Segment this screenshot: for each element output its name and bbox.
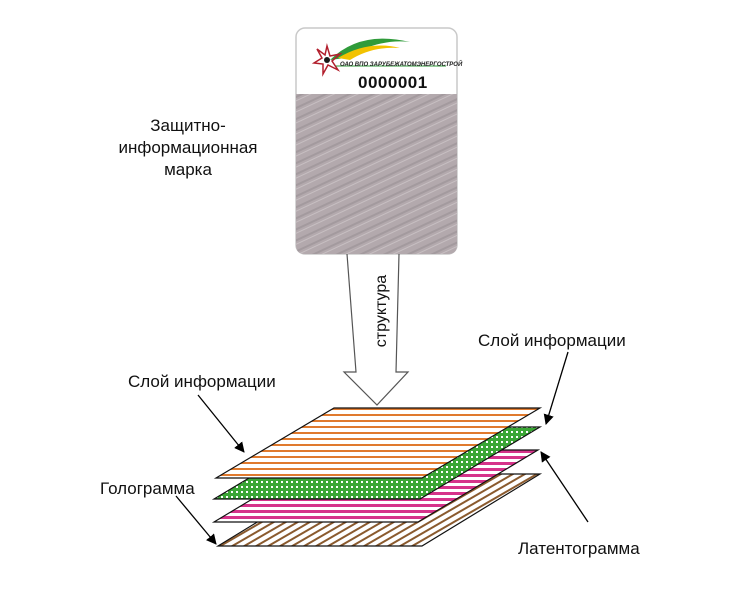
mark-label: Защитно- информационная марка — [108, 115, 268, 181]
info-layer-label-left: Слой информации — [128, 372, 276, 391]
info-layer-label-right: Слой информации — [478, 331, 626, 350]
leader-info-right — [543, 351, 569, 425]
leader-hologram — [175, 495, 217, 545]
leader-info-left — [197, 394, 245, 453]
structure-arrow — [342, 253, 410, 406]
mark-label-line3: марка — [164, 160, 212, 179]
star-logo-icon — [311, 43, 343, 77]
security-mark-card — [295, 27, 458, 255]
card-org-text: ОАО ВПО ЗАРУБЕЖАТОМЭНЕРГОСТРОЙ — [340, 62, 463, 68]
leader-latent — [540, 451, 589, 523]
latentogram-label: Латентограмма — [518, 539, 640, 558]
hologram-label: Голограмма — [100, 479, 195, 498]
mark-label-line1: Защитно- — [150, 116, 226, 135]
structure-arrow-label: структура — [373, 274, 390, 348]
card-serial-number: 0000001 — [358, 73, 428, 92]
layer-info-orange — [213, 407, 543, 479]
mark-label-line2: информационная — [118, 138, 258, 157]
